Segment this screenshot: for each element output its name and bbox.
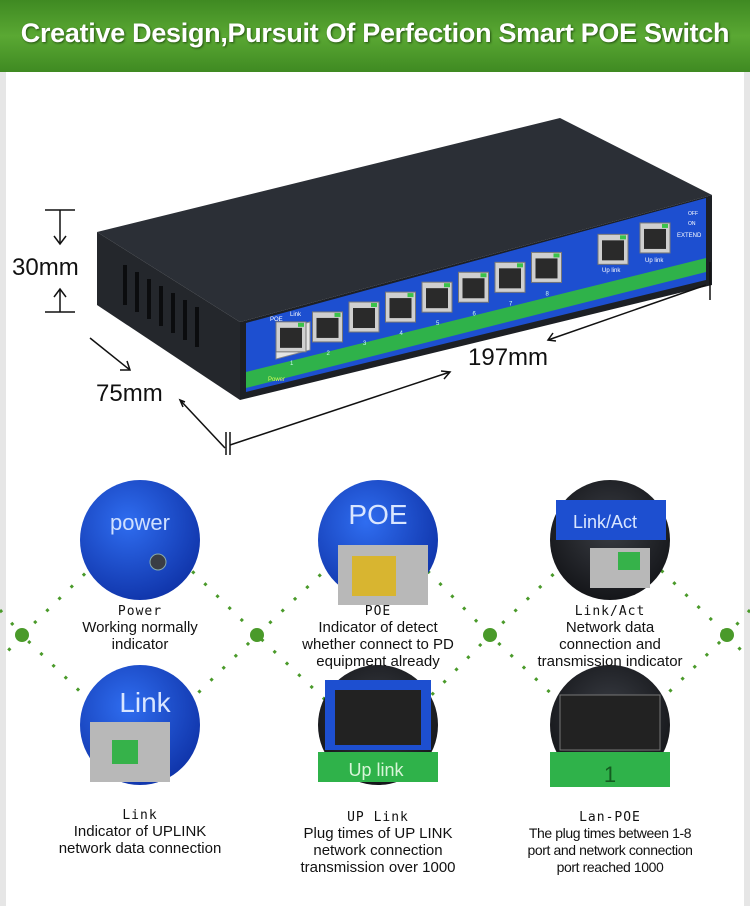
port-number: 1 [290,361,294,367]
port-socket [462,278,485,299]
feature-caption-lanpoe: Lan-POE The plug times between 1-8 port … [490,810,730,876]
port-number: 5 [436,321,440,327]
feature-desc-line: network data connection [58,840,222,857]
circle-text-link: Link [119,687,171,718]
port-led [553,253,560,258]
feature-desc-line: Plug times of UP LINK [303,825,453,842]
feature-title: Power [117,604,163,619]
banner: Creative Design,Pursuit Of Perfection Sm… [0,0,750,72]
circle-text-poe: POE [348,499,407,530]
port-number: 2 [327,351,331,357]
feature-title: POE [364,604,392,619]
port-number: 7 [509,301,513,307]
feature-desc-line: transmission indicator [537,653,683,670]
panel-label-on: ON [688,221,696,227]
circle-text-lanpoe: 1 [604,762,616,787]
feature-title: Link/Act [574,604,646,619]
dimension-depth: 75mm [96,380,163,407]
port-led [620,235,626,240]
feature-desc-line: equipment already [316,653,440,670]
feature-circle-uplink [318,665,438,785]
feature-desc-line: port and network connection [527,842,693,858]
feature-circle-linkact [550,480,670,600]
feature-caption-uplink: UP Link Plug times of UP LINK network co… [258,810,498,876]
port-socket [353,308,375,329]
port-socket [316,317,339,338]
feature-circle-link [80,665,200,785]
panel-label-power: Power [268,377,285,383]
port-led [480,273,487,278]
feature-caption-power: Power Working normally indicator [20,604,260,653]
port-number: 4 [400,331,404,337]
panel-label-uplink-1: Up link [602,268,621,274]
feature-desc-line: connection and [559,636,661,653]
port-socket [426,288,448,309]
port-socket [389,298,412,319]
feature-desc-line: transmission over 1000 [300,859,456,876]
port-number: 6 [473,311,477,317]
ethernet-ports [275,222,671,353]
feature-circle-poe [318,480,438,605]
feature-caption-poe: POE Indicator of detect whether connect … [258,604,498,670]
feature-title: Lan-POE [579,810,641,825]
feature-desc-line: Indicator of detect [318,619,438,636]
port-number: 3 [363,341,367,347]
feature-desc-line: indicator [111,636,169,653]
feature-desc-line: Indicator of UPLINK [73,823,207,840]
port-led [298,322,304,327]
port-led [407,293,414,298]
feature-desc-line: Working normally [82,619,198,636]
green-dots [15,628,734,642]
feature-desc-line: Network data [565,619,655,636]
frame [0,72,750,906]
feature-circle-lanpoe [550,665,670,787]
circle-text-power: power [110,510,170,535]
feature-circle-power [80,480,200,600]
panel-label-poe: POE [270,317,283,323]
feature-desc-line: whether connect to PD [302,636,454,653]
port-socket [280,327,302,348]
port-socket [644,228,666,249]
port-socket [602,240,624,261]
port-led [517,263,523,268]
feature-title: UP Link [347,810,409,825]
panel-label-uplink-2: Up link [645,258,664,264]
feature-desc-line: The plug times between 1-8 [528,825,692,841]
panel-label-off: OFF [688,211,698,217]
dimension-lines [45,209,711,455]
feature-desc-line: port reached 1000 [556,859,664,875]
feature-desc-line: network connection [313,842,443,859]
circle-text-uplink: Up link [348,760,404,780]
feature-caption-link: Link Indicator of UPLINK network data co… [20,808,260,857]
panel-label-extend: EXTEND [677,233,702,239]
port-led [334,312,341,317]
port-led [444,283,450,288]
port-socket [499,268,521,289]
feature-caption-linkact: Link/Act Network data connection and tra… [490,604,730,670]
dimension-height: 30mm [12,254,79,281]
circle-text-linkact: Link/Act [573,512,637,532]
port-led [371,303,377,308]
port-number: 8 [546,291,550,297]
feature-title: Link [122,808,158,823]
port-led [662,223,668,228]
dimension-width: 197mm [468,344,549,371]
port-socket [535,258,558,279]
panel-label-link: Link [290,312,302,318]
banner-title: Creative Design,Pursuit Of Perfection Sm… [20,18,730,48]
